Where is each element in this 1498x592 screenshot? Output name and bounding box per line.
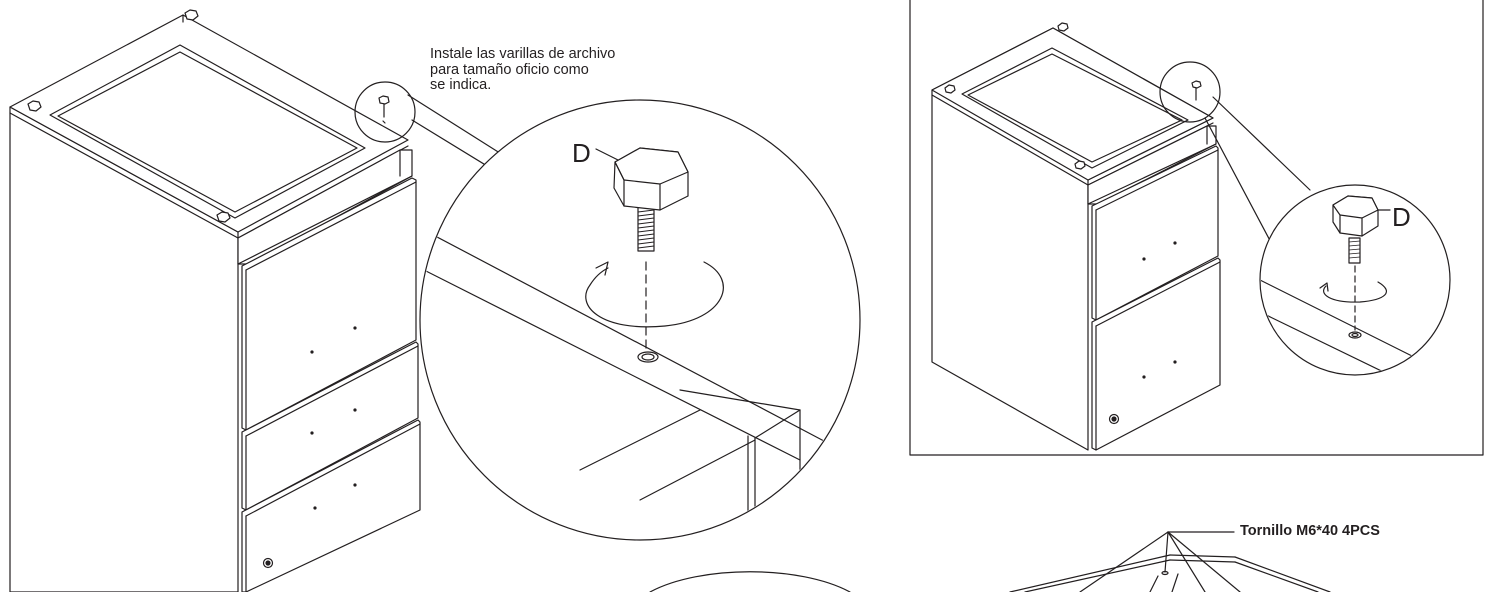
instruction-line-3: se indica. (430, 77, 492, 93)
cabinet-right (931, 27, 1221, 451)
zoom-circle-large (419, 99, 861, 541)
zoom-circle-small-left (354, 81, 416, 143)
base-plate-bottom (1009, 554, 1331, 592)
instruction-line-1: Instale las varillas de archivo (430, 46, 616, 62)
screw-leader-lines (1079, 531, 1241, 592)
zoom-circle-small-right (1159, 61, 1221, 123)
rod-small-right (1191, 80, 1202, 101)
instruction-text: Instale las varillas de archivo para tam… (430, 46, 690, 94)
zoom-detail-large (421, 147, 859, 539)
part-label-d-right: D (1392, 202, 1411, 232)
zoom-circle-bottom (649, 571, 851, 592)
screw-label: Tornillo M6*40 4PCS (1240, 523, 1380, 539)
cabinet-left (9, 14, 421, 592)
instruction-line-2: para tamaño oficio como (430, 61, 589, 78)
rod-small-left (378, 95, 390, 124)
part-label-d-left: D (572, 138, 591, 168)
drawing-frame-right (909, 0, 1484, 456)
corner-nuts-left (27, 9, 231, 223)
zoom-detail-right (1261, 195, 1449, 374)
corner-nuts-right (944, 22, 1086, 170)
